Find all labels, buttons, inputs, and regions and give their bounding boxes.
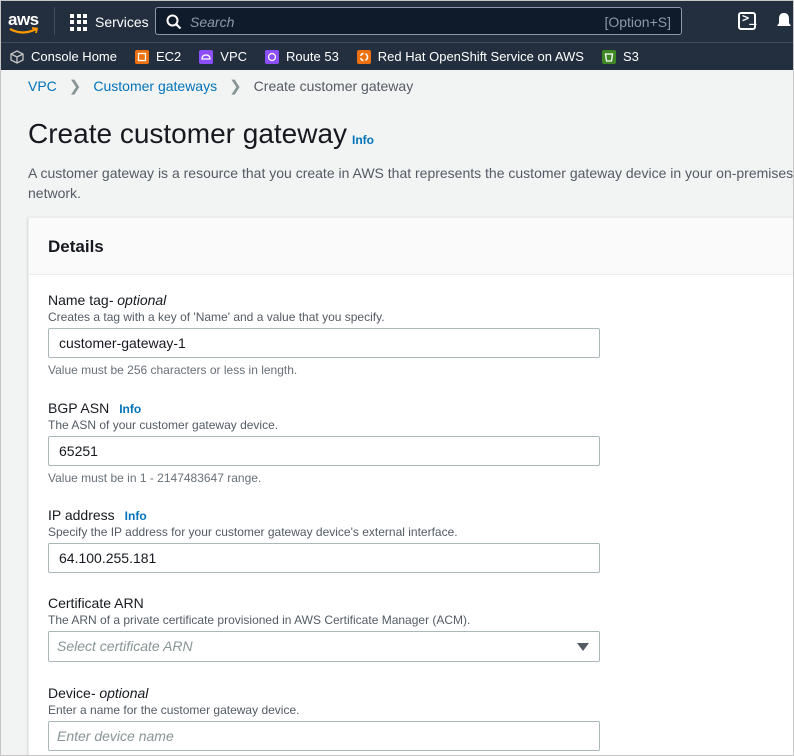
top-navigation: aws Services Search [Option+S] >_ (0, 0, 794, 42)
bgp-asn-label-text: BGP ASN (48, 400, 110, 416)
breadcrumb-vpc[interactable]: VPC (28, 78, 57, 94)
favorite-label: Console Home (31, 49, 117, 64)
favorite-label: VPC (220, 49, 248, 64)
details-heading: Details (48, 237, 104, 256)
device-description: Enter a name for the customer gateway de… (48, 703, 300, 717)
favorite-ec2[interactable]: EC2 (135, 49, 181, 64)
bgp-asn-constraint: Value must be in 1 - 2147483647 range. (48, 471, 262, 485)
device-label-text: Device (48, 685, 91, 701)
console-home-icon (10, 49, 24, 64)
favorite-label: EC2 (156, 49, 182, 64)
certificate-arn-description: The ARN of a private certificate provisi… (48, 613, 471, 627)
ip-address-label: IP address Info (48, 507, 600, 523)
favorite-console-home[interactable]: Console Home (10, 49, 117, 64)
details-panel-header: Details (29, 218, 794, 275)
title-info-link[interactable]: Info (352, 133, 374, 147)
search-shortcut: [Option+S] (604, 14, 671, 30)
chevron-right-icon: ❯ (229, 78, 242, 95)
ip-address-field: IP address Info Specify the IP address f… (48, 507, 600, 573)
device-optional: - optional (90, 685, 149, 701)
caret-down-icon (577, 643, 589, 651)
bgp-asn-input[interactable]: 65251 (48, 436, 600, 466)
bgp-asn-info-link[interactable]: Info (119, 402, 142, 416)
page-description: A customer gateway is a resource that yo… (28, 165, 794, 201)
name-tag-input[interactable]: customer-gateway-1 (48, 328, 600, 358)
certificate-arn-field: Certificate ARN The ARN of a private cer… (48, 595, 600, 662)
vpc-icon (199, 49, 214, 64)
certificate-arn-label: Certificate ARN (48, 595, 600, 611)
favorites-bar: Console Home EC2 VPC Route 53 Red Hat Op… (0, 42, 794, 70)
name-tag-optional: - optional (108, 292, 167, 308)
s3-icon (601, 49, 616, 64)
certificate-arn-placeholder: Select certificate ARN (57, 638, 193, 654)
name-tag-description: Creates a tag with a key of 'Name' and a… (48, 310, 385, 324)
aws-logo-text: aws (8, 10, 39, 29)
name-tag-label-text: Name tag (48, 292, 109, 308)
favorite-vpc[interactable]: VPC (199, 49, 247, 64)
aws-logo[interactable]: aws (8, 7, 42, 35)
favorite-openshift[interactable]: Red Hat OpenShift Service on AWS (356, 49, 584, 64)
ec2-icon (135, 49, 149, 64)
name-tag-field: Name tag - optional Creates a tag with a… (48, 292, 600, 377)
breadcrumb-customer-gateways[interactable]: Customer gateways (93, 78, 218, 94)
details-panel: Details Name tag - optional Creates a ta… (28, 217, 794, 756)
favorite-label: Red Hat OpenShift Service on AWS (377, 49, 584, 64)
bgp-asn-field: BGP ASN Info The ASN of your customer ga… (48, 400, 600, 485)
ip-address-label-text: IP address (48, 507, 115, 523)
search-input[interactable]: Search [Option+S] (155, 7, 682, 35)
breadcrumb: VPC ❯ Customer gateways ❯ Create custome… (28, 77, 413, 95)
page-title: Create customer gateway (28, 118, 348, 149)
device-name-input[interactable]: Enter device name (48, 721, 600, 751)
search-placeholder: Search (190, 14, 235, 30)
bgp-asn-description: The ASN of your customer gateway device. (48, 418, 279, 432)
ip-address-info-link[interactable]: Info (124, 509, 147, 523)
chevron-right-icon: ❯ (68, 78, 82, 95)
device-field: Device - optional Enter a name for the c… (48, 685, 600, 751)
route53-icon (265, 49, 280, 64)
certificate-arn-select[interactable]: Select certificate ARN (48, 631, 600, 662)
name-tag-constraint: Value must be 256 characters or less in … (48, 363, 298, 377)
services-menu-button[interactable]: Services (70, 12, 149, 32)
search-icon (166, 14, 182, 30)
ip-address-description: Specify the IP address for your customer… (48, 525, 458, 539)
name-tag-label: Name tag - optional (48, 292, 600, 308)
ip-address-input[interactable]: 64.100.255.181 (48, 543, 600, 573)
openshift-icon (356, 49, 371, 64)
favorite-label: Route 53 (286, 49, 339, 64)
nav-divider (54, 7, 55, 35)
favorite-route53[interactable]: Route 53 (265, 49, 339, 64)
cloudshell-icon[interactable]: >_ (738, 11, 756, 30)
services-label: Services (95, 14, 149, 30)
favorite-label: S3 (622, 49, 639, 64)
aws-smile-icon (9, 27, 39, 34)
breadcrumb-current: Create customer gateway (253, 78, 414, 94)
grid-icon (70, 13, 87, 31)
bgp-asn-label: BGP ASN Info (48, 400, 600, 416)
bell-icon[interactable] (776, 12, 792, 30)
favorite-s3[interactable]: S3 (601, 49, 639, 64)
certificate-arn-label-text: Certificate ARN (48, 595, 144, 611)
device-label: Device - optional (48, 685, 600, 701)
